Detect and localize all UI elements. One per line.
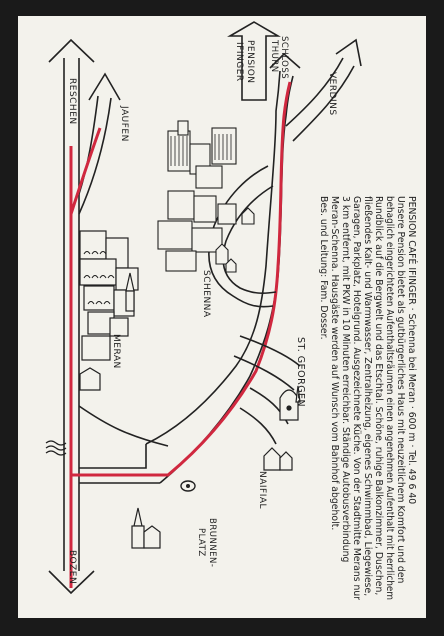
description-block: PENSION CAFÉ IFINGER · Schenna bei Meran… [318,196,418,600]
schenna-loop-road [208,165,277,308]
lower-road [78,405,169,484]
reschen-bozen-road [48,38,95,595]
schenna-castle-illustration [157,120,255,273]
description-line-9: Bes. und Leitung: Fam. Dosser. [318,196,329,340]
jaufen-road [78,72,121,215]
description-line-8: Meran-Schenna. Hausgäste werden auf Wuns… [329,196,340,530]
bozen-label: BOZEN [67,550,77,584]
pension-ifinger-arrow [227,21,281,101]
jaufen-label: JAUFEN [119,105,129,142]
svg-text:THURN: THURN [269,39,279,73]
svg-text:SCHLOSS: SCHLOSS [279,36,289,79]
verdins-road [285,38,362,142]
verdins-label: VERDINS [327,72,337,116]
schenna-label: SCHENNA [201,270,211,318]
description-line-5: fließendes Kalt- und Warmwasser, Zentral… [362,196,373,596]
meran-arches [83,251,115,305]
description-line-3: behaglich eingerichteten Aufenthaltsräum… [384,196,395,600]
description-line-1: PENSION CAFÉ IFINGER · Schenna bei Meran… [406,196,418,504]
description-line-4: Rundblick auf die Bergwelt und das Etsch… [373,196,384,595]
fountain-icon [180,480,196,492]
brunnenplatz-label: BRUNNEN- PLATZ [196,518,217,567]
brunnenplatz-church [131,507,161,549]
st-georgen-label: ST. GEORGEN [295,337,306,407]
river-waves [45,440,67,456]
postcard: PENSION IFINGER SCHLOSS THURN VERDINS RE… [18,16,426,618]
description-line-2: Unsere Pension bietet als gutbürgerliche… [395,196,406,584]
svg-text:PLATZ: PLATZ [196,528,206,557]
pension-ifinger-label: PENSION IFINGER [234,40,255,84]
description-line-7: 3 km entfernt, mit PKW in 10 Minuten err… [340,196,351,563]
schenna-castle-details [170,134,232,166]
meran-label: MERAN [111,334,121,369]
svg-text:PENSION: PENSION [245,40,255,84]
svg-text:IFINGER: IFINGER [234,42,244,82]
main-red-route-to-ifinger [71,81,292,477]
route-map: PENSION IFINGER SCHLOSS THURN VERDINS RE… [45,21,418,600]
schloss-thurn-road [269,52,301,69]
svg-text:BRUNNEN-: BRUNNEN- [207,518,217,567]
st-georgen-church [279,385,301,421]
meran-town-illustration [79,230,139,391]
reschen-label: RESCHEN [67,78,77,125]
jaufen-red-route [69,127,102,215]
description-line-6: Garagen, Parkplatz, Hotelgrund. Ausgezei… [351,196,362,600]
schloss-thurn-label: SCHLOSS THURN [269,36,289,79]
naifial-houses [263,447,293,471]
naifial-label: NAIFIAL [257,471,267,509]
